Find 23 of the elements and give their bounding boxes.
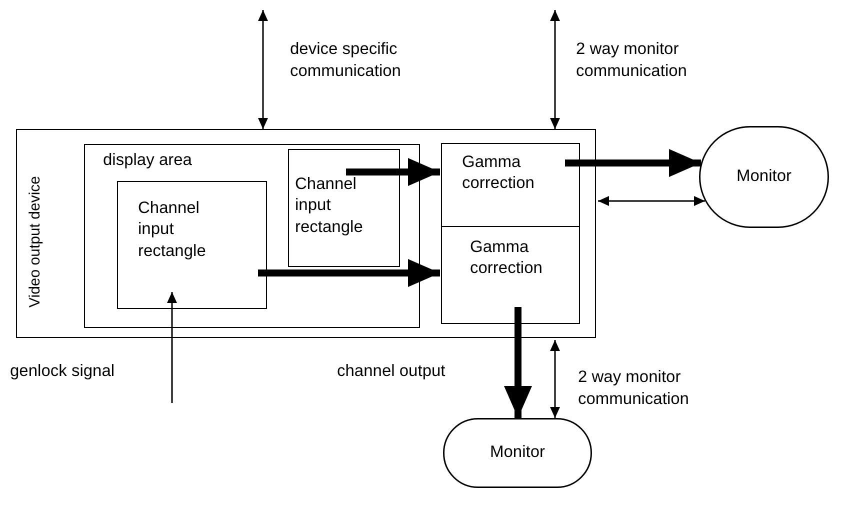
- node-label: Gamma correction: [470, 237, 544, 280]
- arrow: [550, 10, 560, 129]
- node-label: display area: [103, 150, 193, 171]
- arrow: [565, 149, 701, 177]
- arrow: [504, 307, 532, 418]
- arrow: [346, 158, 440, 186]
- arrow: [258, 10, 268, 129]
- arrow: [258, 259, 440, 287]
- arrow: [598, 196, 705, 206]
- channel-input-box: [117, 181, 267, 309]
- node-label: Monitor: [488, 442, 546, 463]
- device-box: [16, 129, 596, 338]
- node-label: Channel input rectangle: [138, 198, 207, 262]
- gamma-correction-box: [441, 226, 580, 324]
- node-label: Video output device: [26, 176, 44, 307]
- channel-input-box: [288, 149, 400, 267]
- gamma-correction-box: [441, 143, 580, 227]
- display-area-box: [84, 144, 420, 328]
- arrow: [550, 340, 560, 418]
- node-label: Channel input rectangle: [295, 174, 364, 238]
- node-label: Monitor: [735, 166, 793, 187]
- arrow: [167, 292, 177, 403]
- node-label: Gamma correction: [462, 152, 536, 194]
